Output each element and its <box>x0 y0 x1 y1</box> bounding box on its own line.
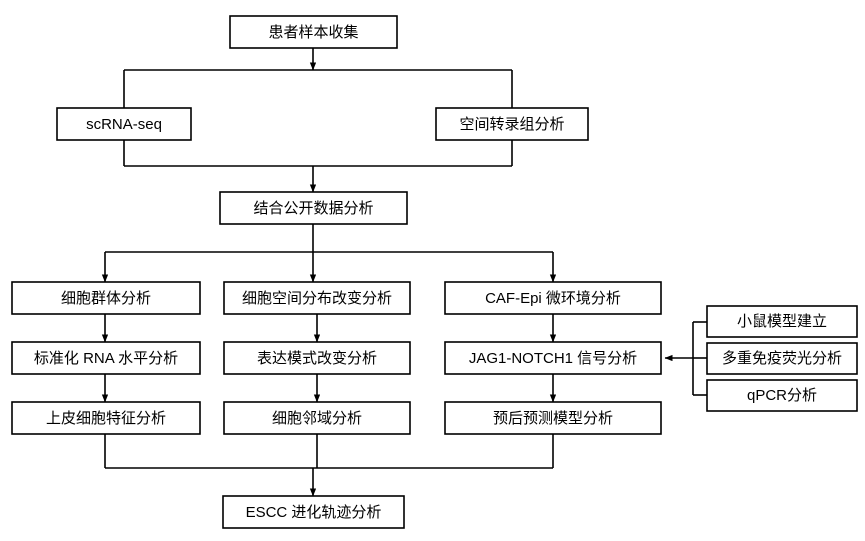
node-patient-sample[interactable]: 患者样本收集 <box>229 15 398 49</box>
connector-row2-to-merge <box>123 140 513 193</box>
node-multiplex-if-label: 多重免疫荧光分析 <box>722 350 842 367</box>
node-scrna-seq[interactable]: scRNA-seq <box>56 107 192 141</box>
node-prognosis-model-label: 预后预测模型分析 <box>493 410 613 427</box>
node-jag1-notch1[interactable]: JAG1-NOTCH1 信号分析 <box>444 341 662 375</box>
node-qpcr[interactable]: qPCR分析 <box>706 379 858 412</box>
node-patient-sample-label: 患者样本收集 <box>268 24 358 41</box>
node-expression-pattern[interactable]: 表达模式改变分析 <box>223 341 411 375</box>
node-epithelial-feature-label: 上皮细胞特征分析 <box>46 410 166 427</box>
node-public-data-label: 结合公开数据分析 <box>253 200 373 217</box>
node-spatial-transcriptome-label: 空间转录组分析 <box>459 116 564 133</box>
node-epithelial-feature[interactable]: 上皮细胞特征分析 <box>11 401 201 435</box>
node-multiplex-if[interactable]: 多重免疫荧光分析 <box>706 342 858 375</box>
node-scrna-seq-label: scRNA-seq <box>86 116 162 133</box>
node-qpcr-label: qPCR分析 <box>747 387 817 404</box>
node-cell-neighborhood[interactable]: 细胞邻域分析 <box>223 401 411 435</box>
connector-patient-to-split <box>123 48 513 108</box>
node-prognosis-model[interactable]: 预后预测模型分析 <box>444 401 662 435</box>
node-cell-neighborhood-label: 细胞邻域分析 <box>272 410 362 427</box>
node-cell-spatial-dist[interactable]: 细胞空间分布改变分析 <box>223 281 411 315</box>
connector-publicdata-to-columns <box>101 224 557 283</box>
node-spatial-transcriptome[interactable]: 空间转录组分析 <box>435 107 589 141</box>
node-escc-trajectory-label: ESCC 进化轨迹分析 <box>246 504 382 521</box>
node-caf-epi-label: CAF-Epi 微环境分析 <box>485 289 621 307</box>
node-normalized-rna-label: 标准化 RNA 水平分析 <box>34 350 178 367</box>
node-mouse-model[interactable]: 小鼠模型建立 <box>706 305 858 338</box>
node-cell-population[interactable]: 细胞群体分析 <box>11 281 201 315</box>
connector-experiments-to-jag1 <box>664 321 707 396</box>
node-mouse-model-label: 小鼠模型建立 <box>737 313 827 330</box>
node-expression-pattern-label: 表达模式改变分析 <box>257 350 377 367</box>
node-normalized-rna[interactable]: 标准化 RNA 水平分析 <box>11 341 201 375</box>
node-caf-epi[interactable]: CAF-Epi 微环境分析 <box>444 281 662 315</box>
node-jag1-notch1-label: JAG1-NOTCH1 信号分析 <box>469 350 637 367</box>
node-cell-population-label: 细胞群体分析 <box>61 290 151 307</box>
connector-columns-to-escc <box>104 434 554 497</box>
node-public-data[interactable]: 结合公开数据分析 <box>219 191 408 225</box>
node-cell-spatial-dist-label: 细胞空间分布改变分析 <box>242 290 392 307</box>
node-escc-trajectory[interactable]: ESCC 进化轨迹分析 <box>222 495 405 529</box>
